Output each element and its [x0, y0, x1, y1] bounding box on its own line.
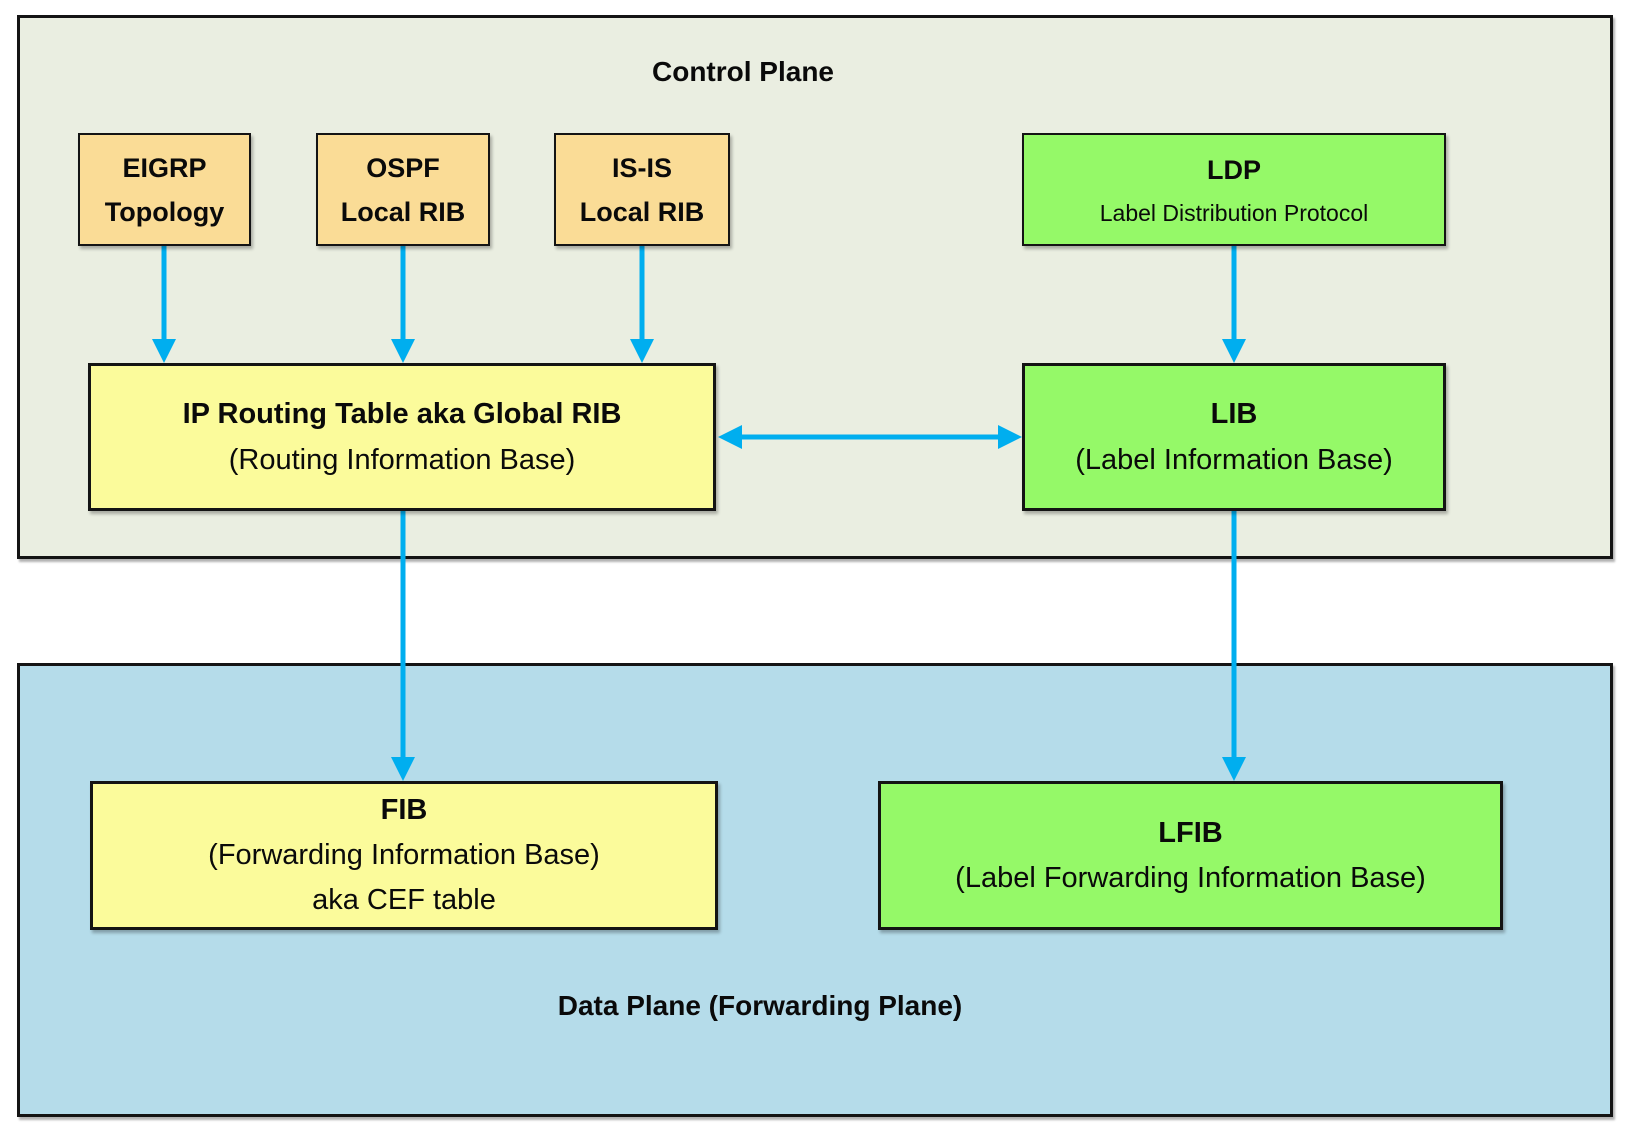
- eigrp-topology-box: EIGRP Topology: [78, 133, 251, 246]
- eigrp-label-line2: Topology: [104, 196, 225, 227]
- ldp-subtitle: Label Distribution Protocol: [1099, 199, 1369, 226]
- isis-local-rib-box: IS-IS Local RIB: [554, 133, 730, 246]
- fib-subtitle2: aka CEF table: [312, 884, 496, 916]
- rib-subtitle: (Routing Information Base): [228, 444, 576, 476]
- ldp-title: LDP: [1207, 154, 1261, 185]
- lib-box: LIB (Label Information Base): [1022, 363, 1446, 511]
- fib-subtitle: (Forwarding Information Base): [208, 839, 600, 871]
- isis-label-line1: IS-IS: [611, 152, 672, 183]
- eigrp-label-line1: EIGRP: [122, 152, 207, 183]
- ospf-local-rib-box: OSPF Local RIB: [316, 133, 490, 246]
- fib-title: FIB: [380, 794, 428, 826]
- fib-box: FIB (Forwarding Information Base) aka CE…: [90, 781, 718, 930]
- lib-subtitle: (Label Information Base): [1075, 444, 1393, 476]
- lfib-box: LFIB (Label Forwarding Information Base): [878, 781, 1503, 930]
- ospf-label-line2: Local RIB: [340, 196, 466, 227]
- isis-label-line2: Local RIB: [579, 196, 705, 227]
- lfib-subtitle: (Label Forwarding Information Base): [955, 861, 1426, 894]
- ldp-box: LDP Label Distribution Protocol: [1022, 133, 1446, 246]
- ospf-label-line1: OSPF: [366, 152, 440, 183]
- lfib-title: LFIB: [1158, 816, 1223, 849]
- rib-title: IP Routing Table aka Global RIB: [182, 398, 622, 430]
- ip-routing-table-box: IP Routing Table aka Global RIB (Routing…: [88, 363, 716, 511]
- data-plane-title: Data Plane (Forwarding Plane): [557, 990, 963, 1021]
- control-plane-title: Control Plane: [651, 56, 835, 87]
- lib-title: LIB: [1210, 398, 1258, 430]
